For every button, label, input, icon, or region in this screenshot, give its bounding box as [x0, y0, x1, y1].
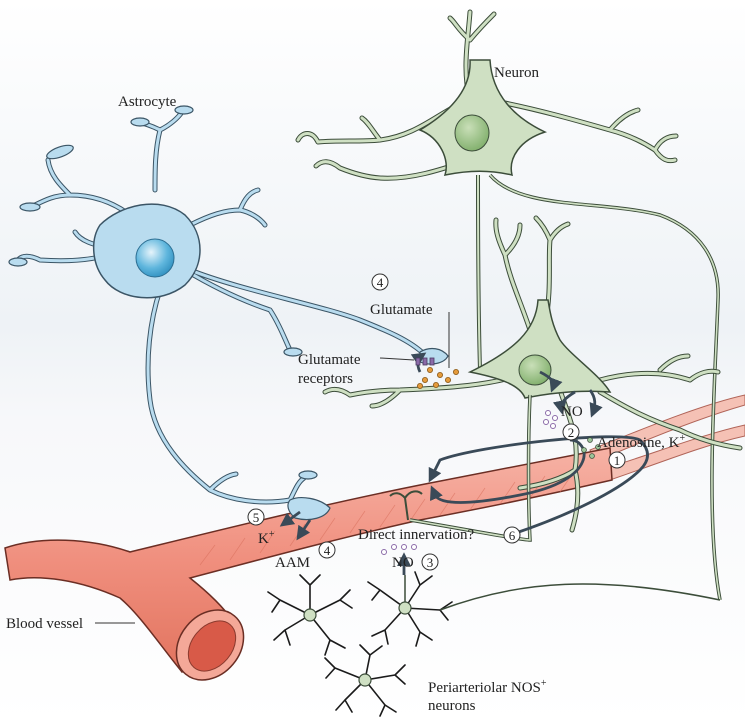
- receptor-marks: [415, 357, 435, 366]
- num-adenosine: 1: [614, 453, 621, 468]
- label-adenosine: Adenosine, K+: [597, 433, 686, 451]
- leader-lines: [95, 312, 450, 624]
- label-blood-vessel: Blood vessel: [6, 616, 83, 632]
- neuron-middle: [322, 215, 743, 542]
- label-nos-neurons-2: neurons: [428, 698, 476, 714]
- astrocyte: [8, 105, 449, 521]
- no-dots-top: [543, 410, 558, 429]
- label-aam: AAM: [275, 555, 310, 571]
- label-astrocyte: Astrocyte: [118, 94, 177, 110]
- label-glutamate-receptors-2: receptors: [298, 371, 353, 387]
- label-glutamate-receptors-1: Glutamate: [298, 352, 361, 368]
- label-no-top: NO: [561, 404, 583, 420]
- neuron-top: [295, 9, 722, 601]
- label-glutamate: Glutamate: [370, 302, 433, 318]
- step-markers: [247, 273, 626, 571]
- no-dots-bottom: [381, 544, 417, 555]
- label-direct-innervation: Direct innervation?: [358, 527, 475, 543]
- num-aam: 4: [324, 543, 331, 558]
- num-no-bottom: 3: [427, 555, 434, 570]
- adenosine-dots: [581, 437, 601, 459]
- label-neuron: Neuron: [494, 65, 539, 81]
- label-no-bottom: NO: [392, 555, 414, 571]
- num-k: 5: [253, 510, 260, 525]
- label-nos-neurons-1: Periarteriolar NOS+: [428, 678, 547, 696]
- nos-neurons: [267, 571, 453, 717]
- num-glutamate: 4: [377, 275, 384, 290]
- num-no-top: 2: [568, 425, 575, 440]
- num-direct-innervation: 6: [509, 528, 516, 543]
- nos-neuron-bodies: [303, 575, 721, 687]
- label-k: K+: [258, 529, 275, 547]
- glutamate-dots: [416, 366, 459, 389]
